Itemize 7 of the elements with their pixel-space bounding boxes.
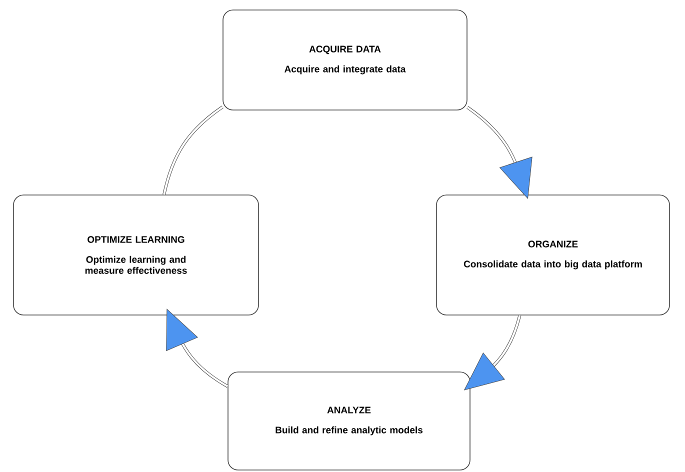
arrow	[166, 308, 228, 388]
process-box: ANALYZE Build and refine analytic models	[228, 372, 470, 470]
process-box: ORGANIZE Consolidate data into big data platform	[436, 194, 670, 316]
process-box: ACQUIRE DATA Acquire and integrate data	[222, 10, 468, 110]
arrow	[464, 315, 522, 390]
arrow	[466, 106, 532, 199]
process-box: OPTIMIZE LEARNING Optimize learning and measure effectiveness	[13, 194, 259, 316]
